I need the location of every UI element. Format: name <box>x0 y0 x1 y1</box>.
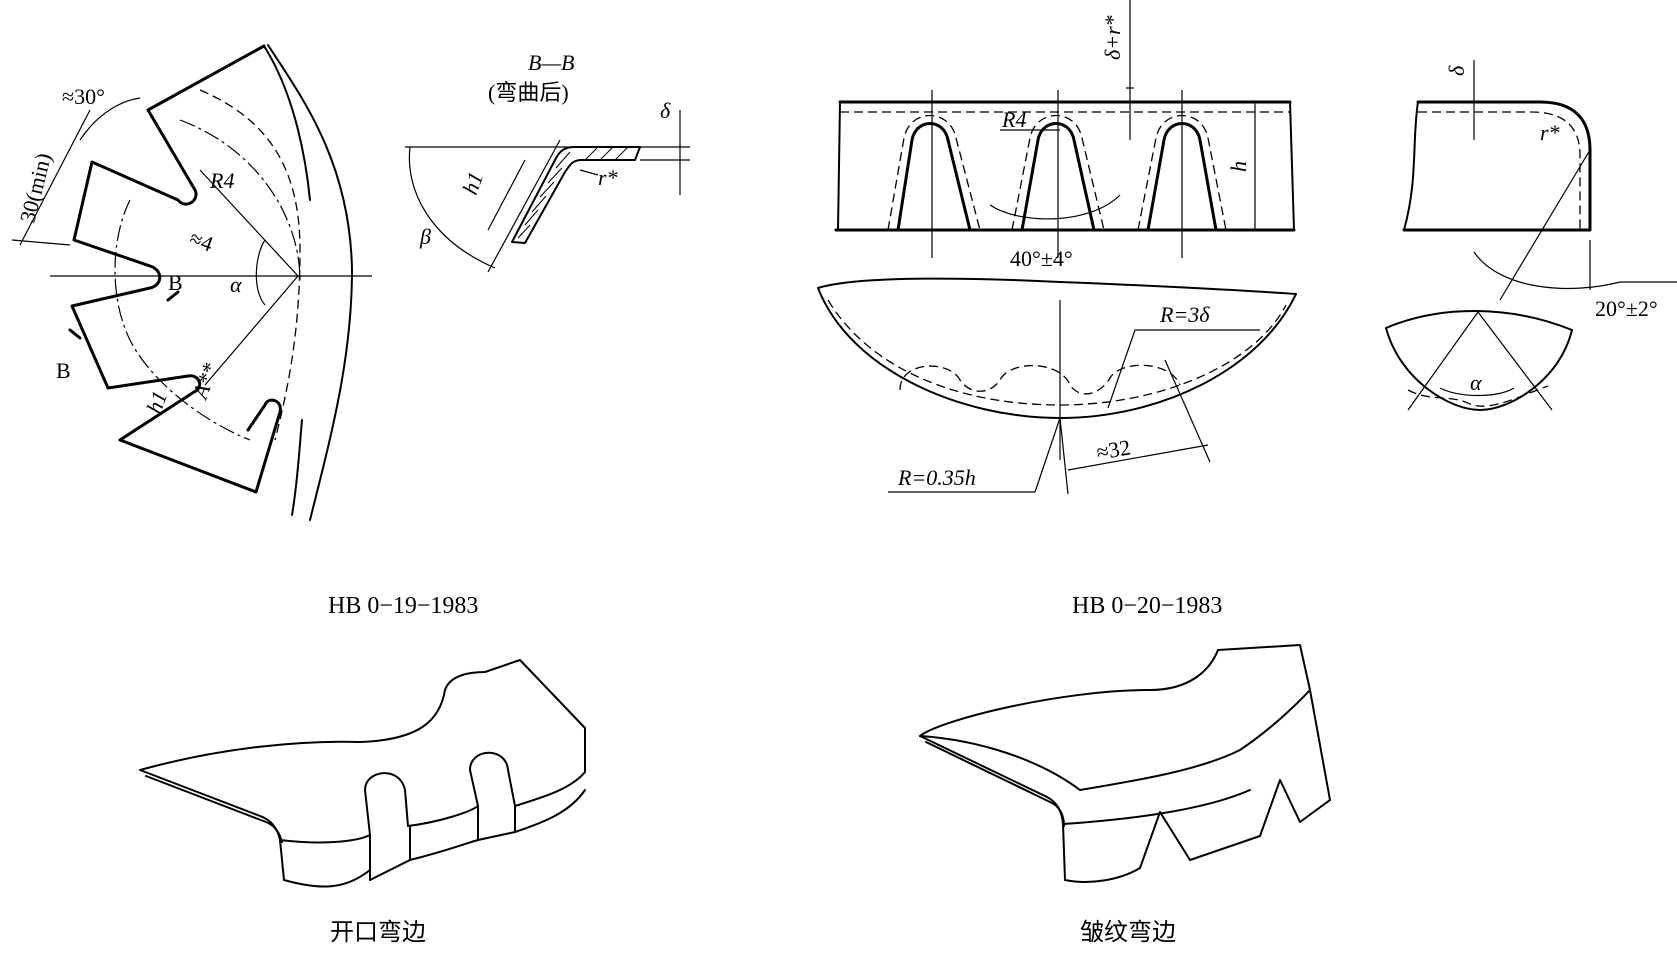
section-subtitle: (弯曲后) <box>488 80 569 105</box>
section-b-b: B—B (弯曲后) δ h1 r* β <box>405 50 690 273</box>
radius-r4-label: R4 <box>209 168 234 193</box>
r035h-label: R=0.35h <box>897 465 976 490</box>
corrugated-flange-view: δ+r* R4 h 40°±4° R=3δ R=0.35h ≈32 <box>817 0 1297 495</box>
section-delta-label: δ <box>660 98 671 123</box>
standard-left: HB 0−19−1983 <box>328 593 478 619</box>
section-b-top-label: B <box>168 270 183 295</box>
far-delta-label: δ <box>1444 65 1469 76</box>
h-label: h <box>1226 161 1251 172</box>
angle-30-label: ≈30° <box>62 84 105 109</box>
standard-right: HB 0−20−1983 <box>1072 593 1222 619</box>
dim-a-label: A** <box>187 360 223 404</box>
caption-right: 皱纹弯边 <box>1080 918 1176 946</box>
section-r-label: r* <box>598 165 618 190</box>
angle-40-label: 40°±4° <box>1010 246 1073 271</box>
caption-left: 开口弯边 <box>330 918 426 946</box>
dim-4-label: ≈4 <box>186 225 216 256</box>
far-right-detail: δ r* 20°±2° α <box>1385 60 1677 411</box>
dim-h1-label: h1 <box>141 387 172 416</box>
slotted-flange-pattern: ≈30° 30(min) R4 ≈4 α B B A** h1 <box>11 44 372 521</box>
delta-r-label: δ+r* <box>1100 15 1125 60</box>
section-beta-label: β <box>419 224 431 249</box>
dim-32-label: ≈32 <box>1095 434 1133 465</box>
far-alpha-label: α <box>1470 370 1482 395</box>
section-h1-label: h1 <box>457 168 488 197</box>
far-r-label: r* <box>1540 120 1560 145</box>
r3delta-label: R=3δ <box>1159 302 1210 327</box>
slotted-flange-3d <box>139 659 586 888</box>
right-r4-label: R4 <box>1001 107 1026 132</box>
section-title: B—B <box>528 50 574 75</box>
alpha-label: α <box>230 272 242 297</box>
angle-20-label: 20°±2° <box>1595 296 1658 321</box>
corrugated-flange-3d <box>919 644 1331 883</box>
section-b-left-label: B <box>56 358 71 383</box>
